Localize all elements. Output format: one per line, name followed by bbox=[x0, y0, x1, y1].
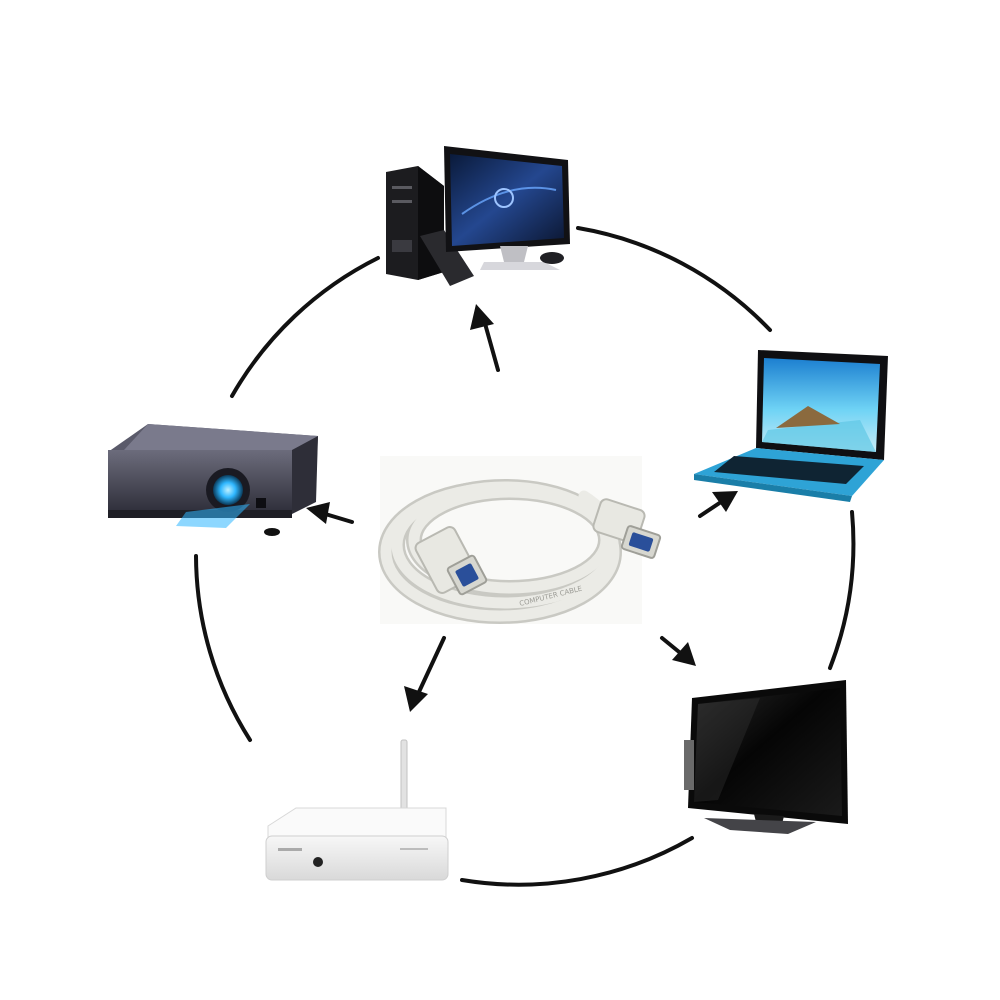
arrow-to-projector bbox=[306, 502, 354, 524]
arrow-to-tv-box bbox=[404, 636, 446, 712]
ring-arc-bottom-left bbox=[194, 554, 252, 742]
vga-connector-left bbox=[414, 526, 488, 596]
set-top-box-icon bbox=[265, 739, 449, 881]
arrow-to-desktop bbox=[470, 304, 500, 372]
ring-arc-bottom-right bbox=[460, 836, 694, 887]
vga-connector-right bbox=[592, 498, 662, 559]
arrow-to-tv bbox=[660, 636, 696, 666]
laptop-icon bbox=[694, 350, 888, 502]
ring-arc-top-left bbox=[230, 256, 380, 398]
tv-icon bbox=[684, 680, 848, 834]
desktop-computer-icon bbox=[386, 146, 570, 286]
ring-arc-right bbox=[828, 510, 856, 670]
projector-icon bbox=[108, 424, 318, 536]
arrow-to-laptop bbox=[698, 491, 738, 518]
vga-cable-image: COMPUTER CABLE bbox=[378, 456, 662, 624]
ring-arc-top-right bbox=[576, 226, 772, 332]
